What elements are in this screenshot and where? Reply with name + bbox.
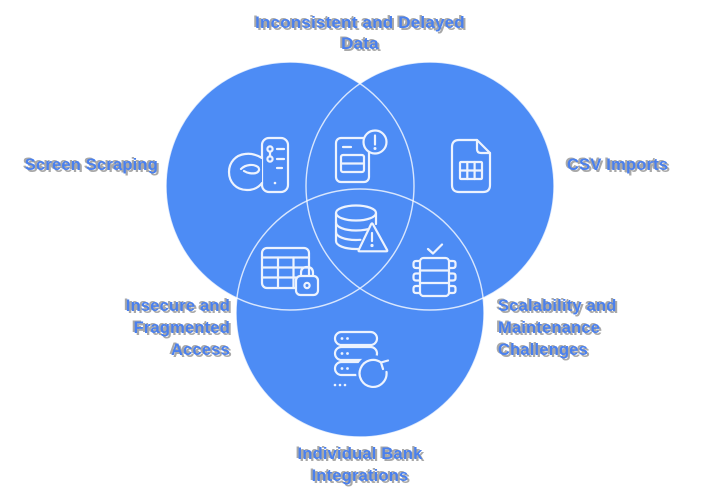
document-warning-icon [334, 129, 388, 184]
label-screen-scraping: Screen Scraping [24, 156, 158, 174]
server-check-icon [412, 243, 457, 298]
label-scalability-maintenance: Scalability and Maintenance Challenges [498, 297, 617, 359]
label-csv-imports: CSV Imports [567, 156, 669, 174]
circle-outline-screen-scraping [165, 61, 415, 311]
circle-outline-csv-imports [305, 61, 555, 311]
label-inconsistent-delayed-data: Inconsistent and Delayed Data [255, 13, 465, 53]
database-warning-icon [334, 204, 389, 253]
circle-bank-integrations [236, 189, 484, 437]
label-insecure-fragmented-access: Insecure and Fragmented Access [125, 297, 230, 359]
spreadsheet-file-icon [450, 138, 492, 194]
circle-outline-bank-integrations [235, 188, 485, 438]
table-lock-icon [260, 246, 320, 297]
label-individual-bank-integrations: Individual Bank Integrations [297, 445, 423, 485]
server-refresh-icon [333, 330, 390, 389]
hand-phone-checklist-icon [227, 136, 290, 194]
